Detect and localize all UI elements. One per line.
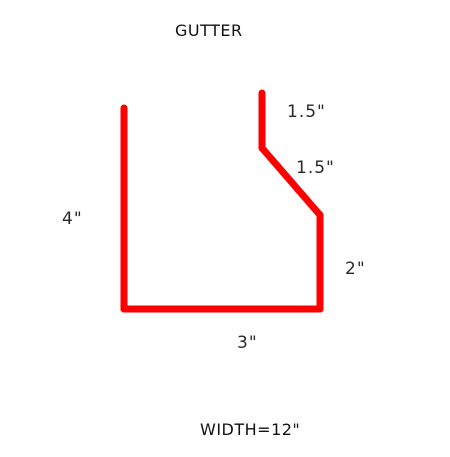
diagram-title: GUTTER <box>175 21 243 40</box>
dimension-slant: 1.5" <box>296 158 335 178</box>
width-label: WIDTH=12" <box>200 420 301 439</box>
dimension-left-height: 4" <box>62 209 83 229</box>
dimension-top-lip: 1.5" <box>287 102 326 122</box>
dimension-bottom-width: 3" <box>237 333 258 353</box>
gutter-slant <box>258 144 324 219</box>
dimension-right-height: 2" <box>345 259 366 279</box>
